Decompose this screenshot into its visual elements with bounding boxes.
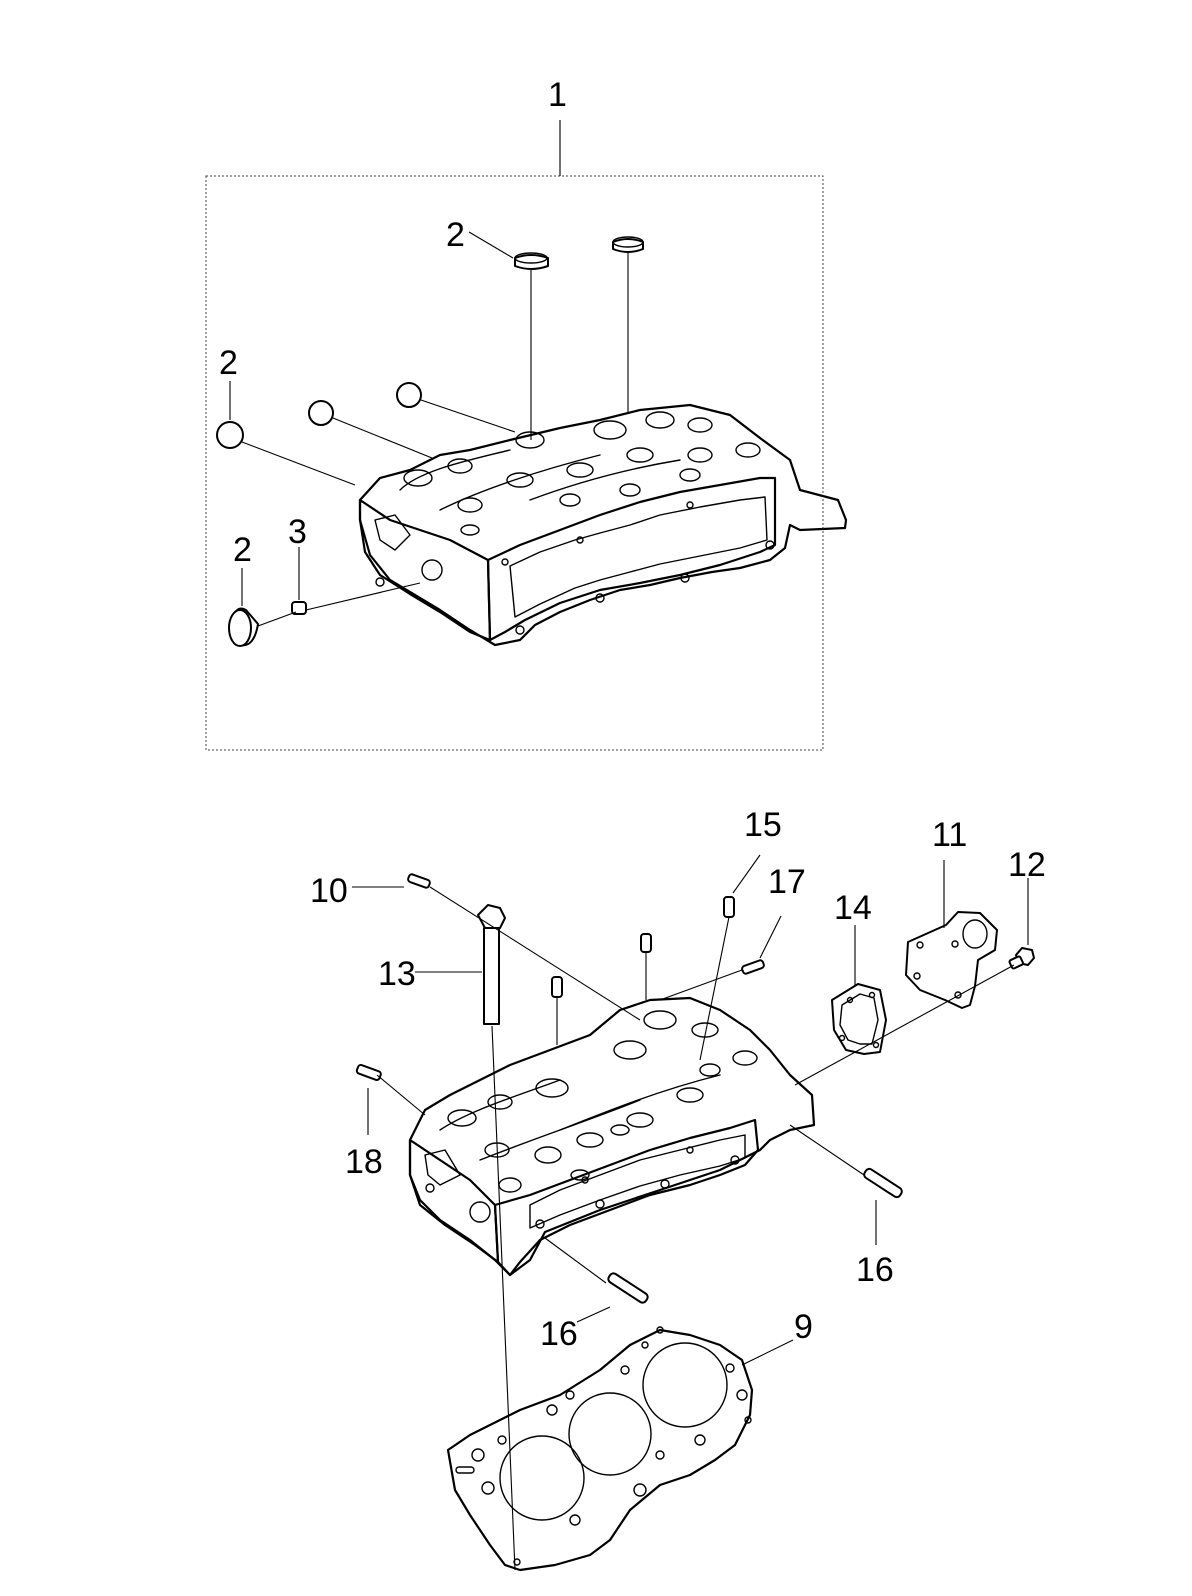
cylinder-head-exploded-lower	[352, 854, 1035, 1572]
stud-18	[355, 1063, 382, 1081]
plug-3-small	[291, 601, 307, 615]
head-bolt-13	[477, 904, 506, 1025]
callout-16-bottom: 16	[540, 1315, 578, 1353]
dowel-pin-center-2	[551, 976, 563, 998]
callout-11: 11	[932, 816, 967, 854]
callout-17: 17	[768, 863, 806, 901]
expansion-plug-2-top-right	[612, 236, 644, 253]
callout-16-right: 16	[856, 1251, 894, 1289]
callout-2-top: 2	[446, 216, 465, 254]
expansion-plug-2-left-column	[216, 382, 422, 449]
dowel-pin-16-right	[863, 1167, 903, 1199]
dowel-pin-16-bottom	[607, 1272, 649, 1304]
dowel-pin-15	[723, 896, 735, 918]
callout-10: 10	[310, 872, 348, 910]
callout-2-left: 2	[219, 344, 238, 382]
assembly-1-group	[205, 120, 848, 751]
cylinder-head-assembly	[358, 403, 848, 647]
callout-12: 12	[1008, 846, 1046, 884]
callout-13: 13	[378, 955, 416, 993]
assembly-frame	[205, 175, 824, 751]
cylinder-head	[408, 996, 816, 1277]
callout-18: 18	[345, 1143, 383, 1181]
expansion-plug-2-large	[228, 607, 259, 647]
cover-plate-11	[905, 911, 998, 1009]
gasket-14	[831, 983, 887, 1055]
callout-3: 3	[288, 513, 307, 551]
callout-9: 9	[794, 1308, 813, 1346]
callout-1: 1	[548, 76, 567, 114]
callout-14: 14	[834, 889, 872, 927]
dowel-pin-center-1	[640, 933, 652, 953]
expansion-plug-2-top-left	[514, 252, 549, 270]
head-gasket-9	[446, 1326, 754, 1572]
dowel-pin-10	[407, 873, 431, 889]
callout-15: 15	[744, 806, 782, 844]
dowel-pin-17	[741, 959, 765, 975]
callout-2-bottom: 2	[233, 531, 252, 569]
